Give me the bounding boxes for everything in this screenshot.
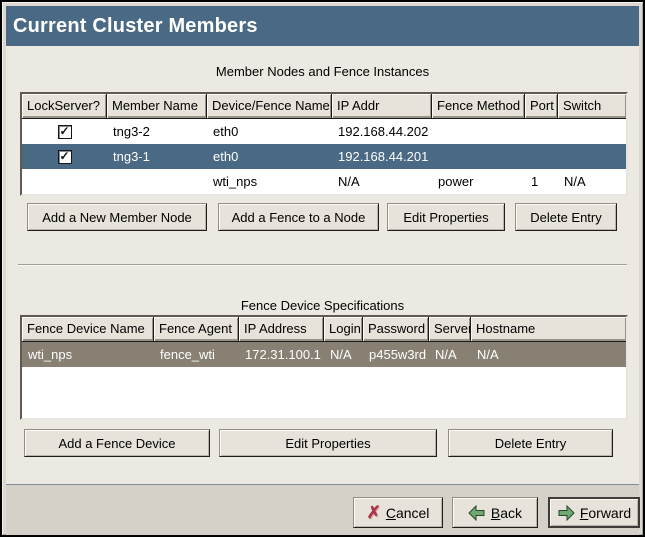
column-header-login[interactable]: Login <box>324 317 363 342</box>
cell-ip: 192.168.44.202 <box>338 124 429 139</box>
cell-login: N/A <box>330 347 352 362</box>
column-header-port[interactable]: Port <box>525 94 558 119</box>
back-button[interactable]: Back <box>452 497 538 528</box>
lockserver-checkbox[interactable]: ✓ <box>57 149 72 164</box>
section-separator <box>18 264 627 266</box>
forward-button[interactable]: Forward <box>548 497 640 528</box>
cell-switch <box>558 144 626 169</box>
delete-member-entry-button[interactable]: Delete Entry <box>515 203 617 231</box>
cell-fence-device-name: wti_nps <box>28 347 73 362</box>
column-header-switch[interactable]: Switch <box>558 94 626 119</box>
cell-method <box>432 144 525 169</box>
fence-button-row: Add a Fence Device Edit Properties Delet… <box>6 429 639 458</box>
member-table: LockServer? Member Name Device/Fence Nam… <box>20 92 628 196</box>
column-header-ip-addr[interactable]: IP Addr <box>332 94 432 119</box>
cell-server: N/A <box>435 347 457 362</box>
member-button-row: Add a New Member Node Add a Fence to a N… <box>6 203 639 231</box>
cell-password: p455w3rd <box>369 347 427 362</box>
cell-member-name <box>107 169 207 194</box>
add-fence-to-node-button[interactable]: Add a Fence to a Node <box>218 203 379 231</box>
cell-port: 1 <box>531 174 539 189</box>
lockserver-checkbox[interactable]: ✓ <box>57 124 72 139</box>
table-row-selected[interactable]: wti_nps fence_wti 172.31.100.1 N/A p455w… <box>22 342 626 367</box>
cell-method: power <box>438 174 474 189</box>
column-header-device-fence-name[interactable]: Device/Fence Name <box>207 94 332 119</box>
member-table-header: LockServer? Member Name Device/Fence Nam… <box>22 94 626 119</box>
table-row-selected[interactable]: ✓ tng3-1 eth0 192.168.44.201 <box>22 144 626 169</box>
edit-member-properties-button[interactable]: Edit Properties <box>387 203 505 231</box>
action-area: ✗ Cancel Back Forward <box>6 485 640 535</box>
table-row[interactable]: ✓ tng3-2 eth0 192.168.44.202 <box>22 119 626 144</box>
column-header-lockserver[interactable]: LockServer? <box>22 94 107 119</box>
column-header-fence-method[interactable]: Fence Method <box>432 94 525 119</box>
add-member-node-button[interactable]: Add a New Member Node <box>27 203 207 231</box>
column-header-fence-agent[interactable]: Fence Agent <box>154 317 239 342</box>
back-arrow-icon <box>468 504 486 521</box>
cell-switch <box>558 119 626 144</box>
column-header-password[interactable]: Password <box>363 317 429 342</box>
page-title: Current Cluster Members <box>13 14 258 37</box>
column-header-server[interactable]: Server <box>429 317 471 342</box>
cell-member-name: tng3-1 <box>113 149 150 164</box>
cell-device: wti_nps <box>213 174 258 189</box>
cell-ip: N/A <box>338 174 360 189</box>
table-row[interactable]: wti_nps N/A power 1 N/A <box>22 169 626 194</box>
fence-table-caption: Fence Device Specifications <box>240 298 405 313</box>
cell-fence-agent: fence_wti <box>160 347 215 362</box>
column-header-fence-device-name[interactable]: Fence Device Name <box>22 317 154 342</box>
cell-device: eth0 <box>213 149 239 164</box>
add-fence-device-button[interactable]: Add a Fence Device <box>24 429 210 457</box>
member-table-caption: Member Nodes and Fence Instances <box>215 64 430 79</box>
column-header-ip-address[interactable]: IP Address <box>239 317 324 342</box>
checkmark-icon: ✓ <box>59 124 70 138</box>
delete-fence-entry-button[interactable]: Delete Entry <box>448 429 613 457</box>
cell-ip: 192.168.44.201 <box>338 149 429 164</box>
fence-device-table: Fence Device Name Fence Agent IP Address… <box>20 315 628 420</box>
cell-hostname: N/A <box>477 347 499 362</box>
cancel-button[interactable]: ✗ Cancel <box>353 497 443 528</box>
checkmark-icon: ✓ <box>59 149 70 163</box>
cell-member-name: tng3-2 <box>113 124 150 139</box>
edit-fence-properties-button[interactable]: Edit Properties <box>219 429 437 457</box>
window-titlebar: Current Cluster Members <box>6 6 639 46</box>
column-header-member-name[interactable]: Member Name <box>107 94 207 119</box>
forward-arrow-icon <box>557 504 575 521</box>
fence-table-header: Fence Device Name Fence Agent IP Address… <box>22 317 626 342</box>
cancel-x-icon: ✗ <box>366 503 381 522</box>
cell-method <box>432 119 525 144</box>
cell-device: eth0 <box>213 124 239 139</box>
cell-switch: N/A <box>564 174 586 189</box>
column-header-hostname[interactable]: Hostname <box>471 317 626 342</box>
cell-port <box>525 119 558 144</box>
content-panel: Member Nodes and Fence Instances LockSer… <box>6 46 639 485</box>
cell-port <box>525 144 558 169</box>
cell-ip-address: 172.31.100.1 <box>245 347 321 362</box>
